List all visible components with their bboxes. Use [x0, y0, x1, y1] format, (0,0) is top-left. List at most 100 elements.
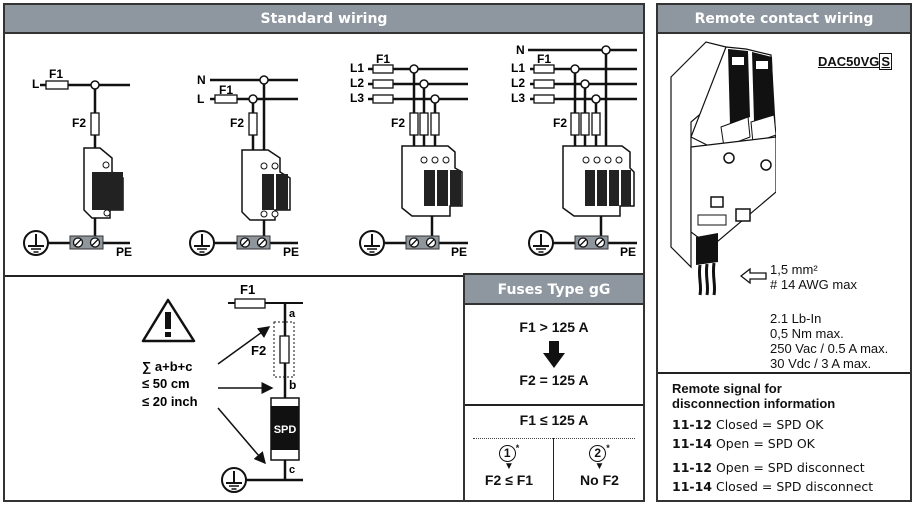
fuse-f1-label: F1 — [240, 282, 255, 297]
remote-contact-title: Remote contact wiring — [658, 5, 910, 34]
spd-label: SPD — [274, 424, 297, 436]
rating-dc: 30 Vdc / 3 A max. — [770, 356, 872, 371]
line-label: N — [197, 73, 206, 87]
spd-module-icon — [401, 145, 463, 217]
terminal-block-icon — [69, 235, 104, 250]
terminal-block-icon — [236, 235, 271, 250]
line-label: L3 — [350, 91, 364, 105]
fuse-f1-label: F1 — [537, 52, 551, 66]
wiring-diagram-1p: L F1 F2 PE — [23, 67, 132, 259]
fuse-f1-icon — [214, 94, 238, 104]
pe-label: PE — [116, 245, 132, 259]
signal-row: 11-12 Open = SPD disconnect — [672, 458, 873, 477]
earth-icon — [189, 230, 215, 256]
fuse-f2-label: F2 — [251, 343, 266, 358]
fuses-panel: Fuses Type gG F1 > 125 A F2 = 125 A F1 ≤… — [463, 273, 645, 502]
option-1-result: F2 ≤ F1 — [484, 472, 534, 489]
fuse-f1-label: F1 — [219, 83, 233, 97]
remote-connector-icon — [696, 233, 718, 265]
signal-row: 11-14 Closed = SPD disconnect — [672, 477, 873, 496]
line-label: L1 — [511, 61, 525, 75]
contact-id: 11-12 — [672, 417, 712, 432]
terminal-block-icon — [574, 235, 609, 250]
contact-state: Closed = SPD OK — [715, 417, 824, 432]
warning-triangle-icon — [141, 298, 196, 343]
cable-length-diagram: ∑ a+b+c ≤ 50 cm ≤ 20 inch F1 a F2 b SPD … — [141, 282, 303, 493]
contact-state: Open = SPD OK — [715, 436, 815, 451]
pe-label: PE — [451, 245, 467, 259]
signal-divider — [658, 372, 910, 374]
rule-line-1: ∑ a+b+c — [142, 359, 192, 374]
earth-icon — [23, 230, 49, 256]
pe-label: PE — [620, 245, 636, 259]
model-label: DAC50VG — [818, 54, 880, 69]
earth-icon — [221, 467, 247, 493]
fuse-f2-icon — [90, 112, 100, 136]
down-arrow-icon — [543, 341, 565, 368]
wire-awg: # 14 AWG max — [770, 277, 857, 292]
section-divider — [5, 275, 643, 277]
fuse-f2-label: F2 — [391, 116, 405, 130]
wiring-diagram-1p-n: N L F1 F2 PE — [189, 73, 299, 259]
terminal-block-icon — [405, 235, 440, 250]
fuse-f1-label: F1 — [49, 67, 63, 81]
rating-torque-lbin: 2.1 Lb-In — [770, 311, 822, 326]
fuse-f1-icon — [45, 80, 69, 90]
fuse-high-condition: F1 > 125 A — [519, 319, 589, 335]
contact-id: 11-14 — [672, 479, 712, 494]
contact-state: Open = SPD disconnect — [715, 460, 865, 475]
contact-id: 11-12 — [672, 460, 712, 475]
wiring-diagram-3p: L1 L2 L3 F1 F2 PE — [350, 52, 468, 259]
footnote-star: * — [515, 443, 520, 453]
earth-icon — [528, 230, 554, 256]
signal-title-line: Remote signal for — [672, 381, 782, 396]
line-label: L3 — [511, 91, 525, 105]
line-label: L2 — [350, 76, 364, 90]
options-divider — [553, 438, 554, 500]
fuse-f2-label: F2 — [230, 116, 244, 130]
fuse-low-condition: F1 ≤ 125 A — [519, 412, 589, 428]
fuse-f2-label: F2 — [553, 116, 567, 130]
spd-module-icon — [83, 147, 124, 219]
wiring-diagram-3p-n: N L1 L2 L3 F1 F2 PE — [511, 43, 637, 259]
rating-torque-nm: 0,5 Nm max. — [770, 326, 844, 341]
signal-row: 11-12 Closed = SPD OK — [672, 415, 873, 434]
spd-module-icon — [562, 145, 635, 217]
footnote-star: * — [606, 443, 610, 453]
spd-device-illustration — [670, 41, 776, 296]
pe-label: PE — [283, 245, 299, 259]
earth-icon — [359, 230, 385, 256]
line-label: L1 — [350, 61, 364, 75]
rule-line-2: ≤ 50 cm — [142, 376, 190, 391]
segment-a-label: a — [289, 308, 296, 320]
fuse-f2-label: F2 — [72, 116, 86, 130]
fuses-divider — [465, 404, 643, 406]
fuse-option-2: 2* ▼ No F2 — [554, 443, 645, 488]
wire-size: 1,5 mm² — [770, 262, 818, 277]
signal-row: 11-14 Open = SPD OK — [672, 434, 873, 453]
fuse-f2-icon — [248, 112, 258, 136]
fuse-high-result: F2 = 125 A — [519, 372, 589, 388]
dotted-divider — [473, 438, 635, 439]
small-down-arrow-icon: ▼ — [594, 461, 605, 473]
contact-id: 11-14 — [672, 436, 712, 451]
signal-title-line: disconnection information — [672, 396, 836, 411]
contact-state: Closed = SPD disconnect — [715, 479, 874, 494]
option-2-marker-icon: 2 — [589, 445, 607, 463]
line-label: L — [197, 92, 204, 106]
spd-block-icon: SPD — [270, 397, 300, 461]
fuse-f2-icon — [279, 335, 290, 364]
signal-title: Remote signal for disconnection informat… — [672, 381, 835, 411]
option-2-result: No F2 — [580, 472, 619, 489]
spd-module-icon — [241, 149, 291, 221]
option-1-marker-icon: 1 — [498, 445, 516, 463]
line-label: N — [516, 43, 525, 57]
segment-b-label: b — [289, 378, 296, 392]
wire-spec: 1,5 mm² # 14 AWG max — [770, 262, 857, 292]
fuses-title: Fuses Type gG — [465, 275, 643, 305]
fuse-f1-icon — [234, 298, 266, 309]
rule-line-3: ≤ 20 inch — [142, 394, 198, 409]
rating-ac: 250 Vac / 0.5 A max. — [770, 341, 889, 356]
